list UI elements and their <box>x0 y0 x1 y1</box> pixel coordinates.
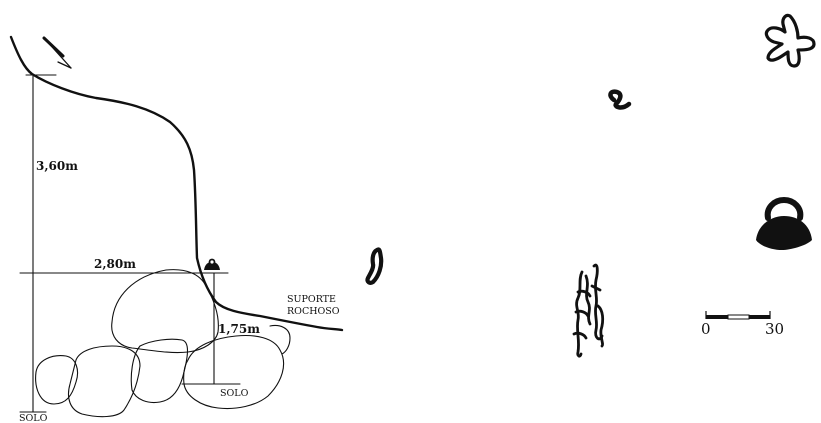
ground-label-right: SOLO <box>220 388 249 399</box>
boulders <box>35 269 291 418</box>
boulder-left <box>35 355 79 405</box>
boulder-middle <box>130 338 189 404</box>
scale-bar-start-label: 0 <box>701 320 711 338</box>
scale-bar-segment-2 <box>727 314 750 320</box>
curved-line-glyph-icon <box>365 247 384 285</box>
height-total-label: 3,60m <box>36 159 78 173</box>
cross-glyph-icon <box>764 13 816 68</box>
ground-label-left: SOLO <box>19 413 48 423</box>
rock-profile-line <box>9 35 344 332</box>
measurement-lines <box>19 74 241 413</box>
petroglyph-motifs <box>365 13 816 358</box>
s-curve-glyph-icon <box>608 89 632 110</box>
boulder-large <box>111 269 219 354</box>
bell-glyph-icon <box>756 197 812 250</box>
scale-bar <box>705 311 771 320</box>
width-label: 2,80m <box>94 257 136 271</box>
vertical-meander-glyph-icon <box>572 263 605 358</box>
scale-bar-segment-1 <box>706 315 728 319</box>
boulder-middle-left <box>67 345 141 418</box>
scale-bar-end-label: 30 <box>765 320 784 338</box>
support-label-line2: ROCHOSO <box>287 306 340 317</box>
scale-bar-segment-3 <box>749 315 770 319</box>
rock-section-drawing <box>9 35 344 418</box>
boulder-far-right <box>269 324 291 355</box>
bell-glyph-marker-icon <box>204 258 220 270</box>
support-label-line1: SUPORTE <box>287 294 336 305</box>
north-arrow-icon <box>42 36 72 69</box>
scale-bar-end-ticks <box>705 311 771 319</box>
boulder-right <box>183 334 285 410</box>
petroglyph-height-label: 1,75m <box>218 322 260 336</box>
